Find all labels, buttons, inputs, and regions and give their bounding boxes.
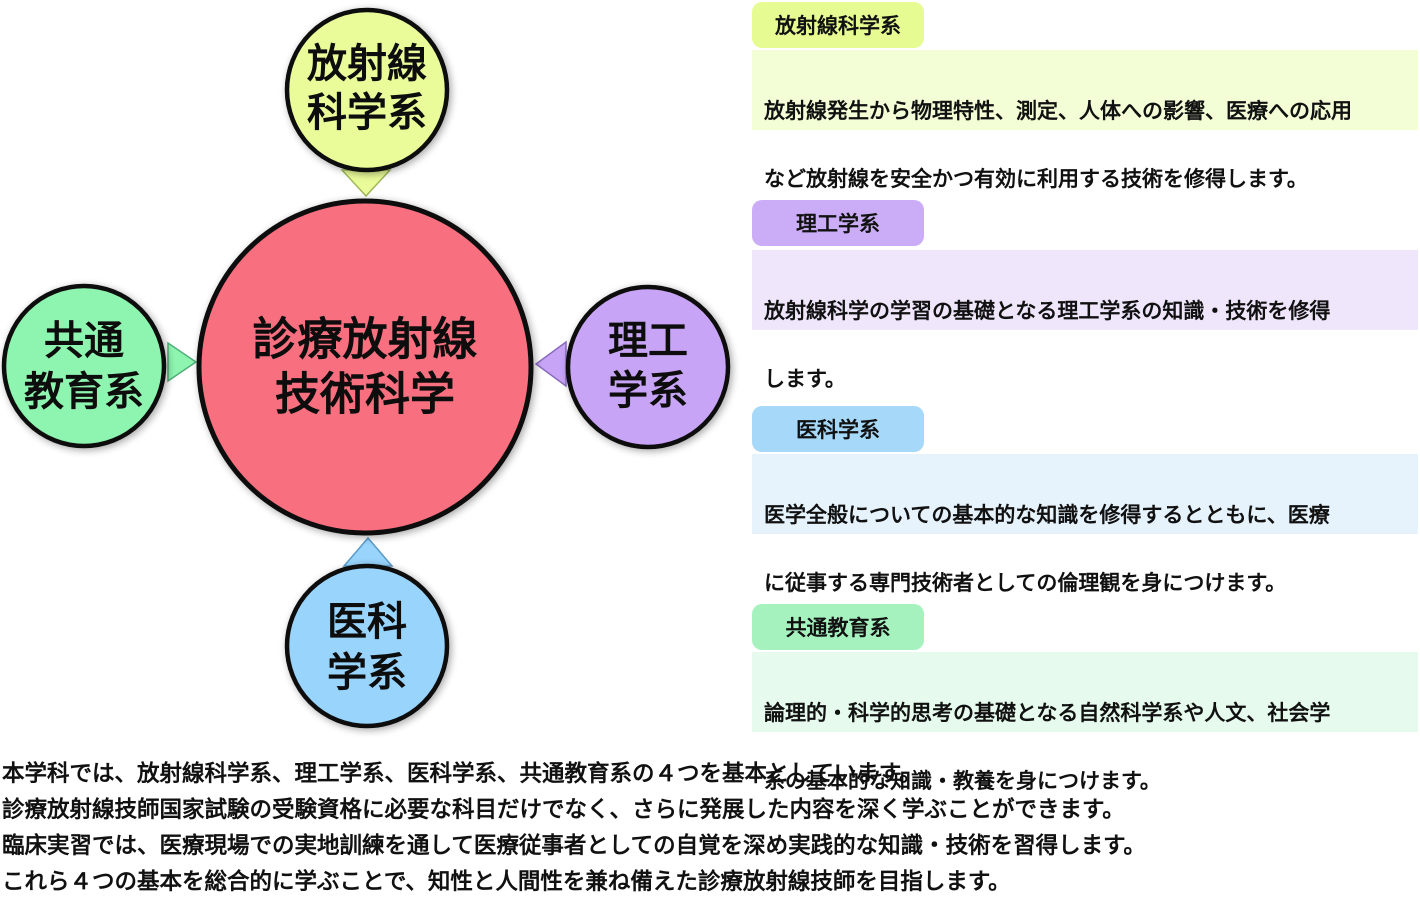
center-label-line2: 技術科学	[275, 368, 455, 421]
section-label-text: 共通教育系	[785, 616, 891, 640]
concept-diagram: 診療放射線 技術科学 放射線 科学系 共通 教育系 理工 学系 医科 学系	[1, 7, 731, 729]
medical-node: 医科 学系	[284, 563, 450, 729]
section-label-engineering: 理工学系	[752, 200, 924, 246]
medical-circle	[284, 563, 450, 729]
footer-line: 臨床実習では、医療現場での実地訓練を通して医療従事者としての自覚を深め実践的な知…	[2, 833, 1146, 859]
medical-label-line1: 医科	[327, 599, 407, 645]
radiation-label-line1: 放射線	[307, 41, 427, 87]
section-description-radiation: 放射線発生から物理特性、測定、人体への影響、医療への応用 など放射線を安全かつ有…	[752, 50, 1418, 191]
center-node: 診療放射線 技術科学	[196, 198, 534, 536]
medical-label-line2: 学系	[327, 650, 407, 696]
section-label-text: 医科学系	[796, 418, 880, 442]
footer-paragraph: 本学科では、放射線科学系、理工学系、医科学系、共通教育系の４つを基本としています…	[2, 756, 1418, 900]
description-line: に従事する専門技術者としての倫理観を身につけます。	[764, 571, 1287, 595]
description-line: など放射線を安全かつ有効に利用する技術を修得します。	[764, 167, 1308, 191]
center-label-line1: 診療放射線	[252, 313, 477, 366]
medical-arrow	[342, 536, 394, 567]
common-arrow	[167, 341, 198, 383]
footer-line: これら４つの基本を総合的に学ぶことで、知性と人間性を兼ね備えた診療放射線技師を目…	[2, 869, 1011, 895]
footer-line: 診療放射線技師国家試験の受験資格に必要な科目だけでなく、さらに発展した内容を深く…	[2, 797, 1125, 823]
engineering-label-line1: 理工	[608, 318, 688, 364]
radiation-circle	[284, 7, 450, 173]
section-label-text: 理工学系	[796, 212, 880, 236]
center-circle	[196, 198, 534, 536]
engineering-arrow	[534, 340, 567, 388]
section-label-radiation: 放射線科学系	[752, 2, 924, 48]
section-description-engineering: 放射線科学の学習の基礎となる理工学系の知識・技術を修得 します。	[752, 250, 1418, 391]
common-label-line2: 教育系	[24, 369, 144, 415]
engineering-node: 理工 学系	[565, 284, 731, 450]
description-line: します。	[764, 367, 846, 391]
description-line: 医学全般についての基本的な知識を修得するとともに、医療	[764, 503, 1330, 527]
section-description-common: 論理的・科学的思考の基礎となる自然科学系や人文、社会学 系の基本的な知識・教養を…	[752, 652, 1418, 793]
common-label-line1: 共通	[44, 318, 124, 364]
description-line: 放射線発生から物理特性、測定、人体への影響、医療への応用	[764, 99, 1352, 123]
radiation-arrow	[340, 169, 392, 198]
radiation-label-line2: 科学系	[307, 90, 427, 136]
radiation-node: 放射線 科学系	[284, 7, 450, 173]
engineering-circle	[565, 284, 731, 450]
common-node: 共通 教育系	[1, 283, 167, 449]
section-label-text: 放射線科学系	[775, 14, 901, 38]
description-line: 放射線科学の学習の基礎となる理工学系の知識・技術を修得	[764, 299, 1331, 323]
section-label-medical: 医科学系	[752, 406, 924, 452]
footer-line: 本学科では、放射線科学系、理工学系、医科学系、共通教育系の４つを基本としています…	[2, 761, 922, 787]
section-description-medical: 医学全般についての基本的な知識を修得するとともに、医療 に従事する専門技術者とし…	[752, 454, 1418, 595]
description-line: 系の基本的な知識・教養を身につけます。	[764, 769, 1161, 793]
engineering-label-line2: 学系	[608, 368, 688, 414]
common-circle	[1, 283, 167, 449]
description-line: 論理的・科学的思考の基礎となる自然科学系や人文、社会学	[764, 701, 1331, 725]
section-label-common: 共通教育系	[752, 604, 924, 650]
